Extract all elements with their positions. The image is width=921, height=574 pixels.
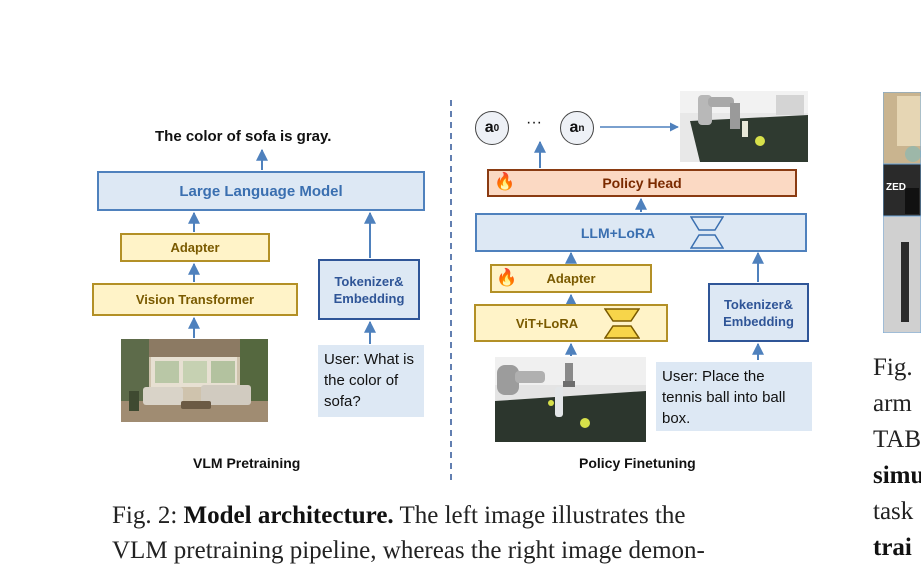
action-dots: ··· [526,114,542,131]
adapter-label: Adapter [170,240,220,255]
adapter-label-right: Adapter [546,271,596,286]
large-language-model-box: Large Language Model [97,171,425,211]
user-prompt-left: User: What is the color of sofa? [318,345,424,417]
side-caption-line-2: arm [873,390,912,417]
side-figure-image [883,92,921,333]
figure-caption-title: Model architecture. [183,502,394,529]
figure-caption-line-2: VLM pretraining pipeline, whereas the ri… [112,537,705,564]
vlm-pretraining-title: VLM Pretraining [193,455,301,471]
tokenizer-embedding-box-right: Tokenizer& Embedding [708,283,809,342]
large-language-model-label: Large Language Model [179,182,343,200]
side-caption-line-6: trai [873,534,912,561]
user-prompt-left-text: User: What is the color of sofa? [324,351,415,410]
side-caption-line-1: Fig. [873,354,913,381]
vit-lora-label: ViT+LoRA [515,315,579,331]
policy-finetuning-title: Policy Finetuning [579,455,696,471]
action-token-first-base: a [484,119,494,136]
adapter-box: Adapter [120,233,270,262]
trainable-flame-icon-adapter: 🔥 [496,268,518,287]
llm-lora-label: LLM+LoRA [580,224,656,241]
user-prompt-right: User: Place the tennis ball into ball bo… [656,362,812,431]
figure-caption-label: Fig. 2: [112,502,178,529]
policy-head-label: Policy Head [602,175,682,191]
tokenizer-embedding-box: Tokenizer& Embedding [318,259,420,320]
tokenizer-right-line2: Embedding [723,313,794,329]
figure-caption-line-1: Fig. 2: Model architecture. The left ima… [112,502,685,530]
policy-head-box: Policy Head [487,169,797,197]
llm-lora-box: LLM+LoRA [475,213,807,252]
side-caption-line-5: task [873,498,914,525]
action-token-first-sup: 0 [493,122,500,134]
left-output-text: The color of sofa is gray. [155,128,332,145]
lora-icon-llm [690,216,724,249]
side-caption-line-3: TAB [873,426,921,453]
action-token-last-base: a [569,119,579,136]
tokenizer-label-line1: Tokenizer& [334,273,404,289]
robot-input-image [495,357,646,442]
side-caption-line-4: simu [873,462,921,489]
living-room-image [121,339,268,422]
side-camera-label: ZED [886,182,906,193]
lora-icon-vit [604,308,640,339]
vision-transformer-label: Vision Transformer [135,292,255,307]
user-prompt-right-text: User: Place the tennis ball into ball bo… [662,368,786,427]
action-token-last-sup: n [578,122,585,134]
figure-caption-line1-rest: The left image illustrates the [393,502,686,529]
tokenizer-label-line2: Embedding [333,290,405,306]
adapter-box-right: Adapter [490,264,652,293]
trainable-flame-icon-policy: 🔥 [494,172,516,191]
tokenizer-right-line1: Tokenizer& [723,296,794,312]
vision-transformer-box: Vision Transformer [92,283,298,316]
robot-output-image [680,91,808,162]
